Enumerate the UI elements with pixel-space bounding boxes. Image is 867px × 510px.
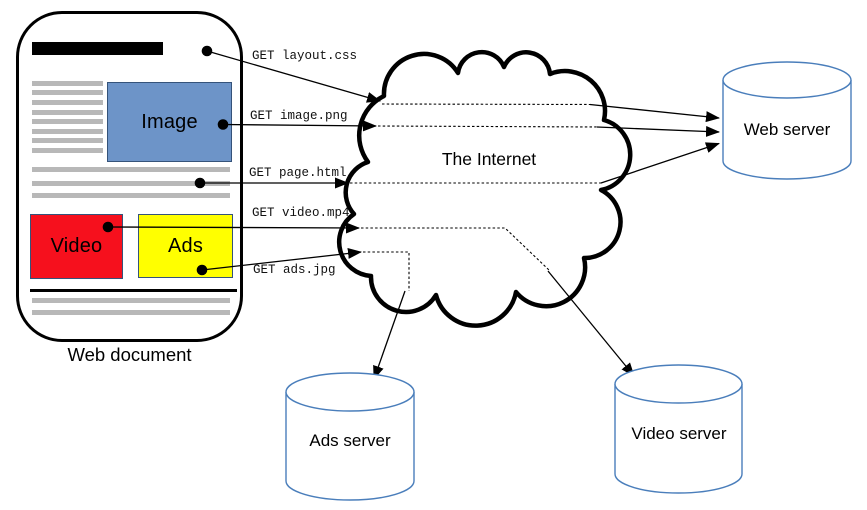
web-server-label: Web server <box>743 120 831 139</box>
arrow-cloud-to-web-server-2 <box>596 125 720 137</box>
image-box: Image <box>107 82 232 162</box>
web-document-frame <box>16 11 243 342</box>
ads-box-label: Ads <box>167 234 204 257</box>
video-box: Video <box>30 214 123 279</box>
text-line <box>32 100 103 105</box>
arrow-cloud-to-video-server <box>547 270 635 377</box>
route-ads-jpg <box>363 251 410 291</box>
arrow-cloud-to-ads-server <box>373 290 406 380</box>
internet-cloud-shape <box>336 49 633 328</box>
text-line <box>32 119 103 124</box>
text-line <box>32 90 103 95</box>
video-server-label: Video server <box>631 424 727 443</box>
arrow-image-png-to-cloud <box>222 120 377 132</box>
ads-box: Ads <box>138 214 233 278</box>
text-line <box>32 193 230 198</box>
text-line <box>32 129 103 134</box>
route-image-png <box>377 125 601 128</box>
web-server-cylinder-top <box>722 61 852 99</box>
web-document-caption: Web document <box>67 344 192 365</box>
video-server-cylinder-top <box>614 364 743 404</box>
request-label-layout-css: GET layout.css <box>252 49 358 63</box>
request-label-image-png: GET image.png <box>250 109 348 123</box>
route-layout-css <box>381 103 594 106</box>
request-label-page-html: GET page.html <box>249 166 347 180</box>
text-line <box>32 148 103 153</box>
text-line <box>32 167 230 172</box>
text-line <box>32 81 103 86</box>
document-divider-line <box>30 289 237 292</box>
text-line <box>32 298 230 303</box>
route-video-mp4 <box>361 227 550 271</box>
text-line <box>32 138 103 143</box>
text-line <box>32 110 103 115</box>
ads-server-cylinder-top <box>285 372 415 412</box>
text-line <box>32 310 230 315</box>
request-label-video-mp4: GET video.mp4 <box>252 206 350 220</box>
arrow-cloud-to-web-server-1 <box>589 103 720 123</box>
text-line <box>32 181 230 186</box>
document-title-bar <box>32 42 163 55</box>
arrow-cloud-to-web-server-3 <box>600 142 720 184</box>
image-box-label: Image <box>141 110 198 133</box>
ads-server-label: Ads server <box>309 431 391 450</box>
internet-cloud-label: The Internet <box>441 149 537 169</box>
request-label-ads-jpg: GET ads.jpg <box>253 263 336 277</box>
video-box-label: Video <box>50 235 103 257</box>
